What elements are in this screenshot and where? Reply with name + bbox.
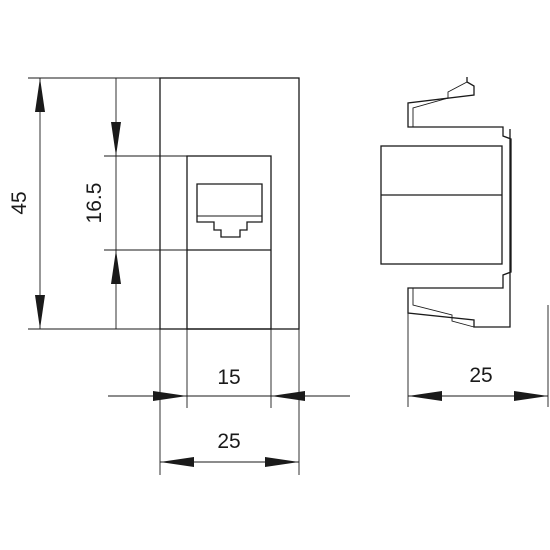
jack-panel-outline: [186, 155, 272, 330]
label-16-5: 16.5: [83, 183, 106, 224]
dimension-lines: [28, 77, 549, 475]
arrow-25-side-left: [408, 391, 442, 401]
front-body-outline: [159, 77, 300, 330]
arrow-25-front-right: [265, 457, 299, 467]
arrow-15-right: [271, 391, 305, 401]
arrow-45-bottom: [35, 295, 45, 329]
label-15: 15: [217, 366, 240, 389]
side-view: [380, 77, 512, 328]
label-25-front: 25: [217, 430, 240, 453]
side-latch-top: [412, 81, 468, 127]
side-body-profile: [407, 77, 512, 328]
arrow-16-5-bottom: [111, 250, 121, 284]
arrow-16-5-top: [111, 122, 121, 156]
arrow-45-top: [35, 78, 45, 112]
arrow-25-front-left: [160, 457, 194, 467]
side-jack-housing: [380, 145, 503, 265]
arrow-15-left: [153, 391, 187, 401]
rj45-port-icon: [196, 183, 263, 238]
label-25-side: 25: [469, 364, 492, 387]
side-latch-bottom: [412, 288, 475, 328]
front-view: [159, 77, 300, 330]
label-45: 45: [8, 191, 31, 214]
arrow-25-side-right: [514, 391, 548, 401]
